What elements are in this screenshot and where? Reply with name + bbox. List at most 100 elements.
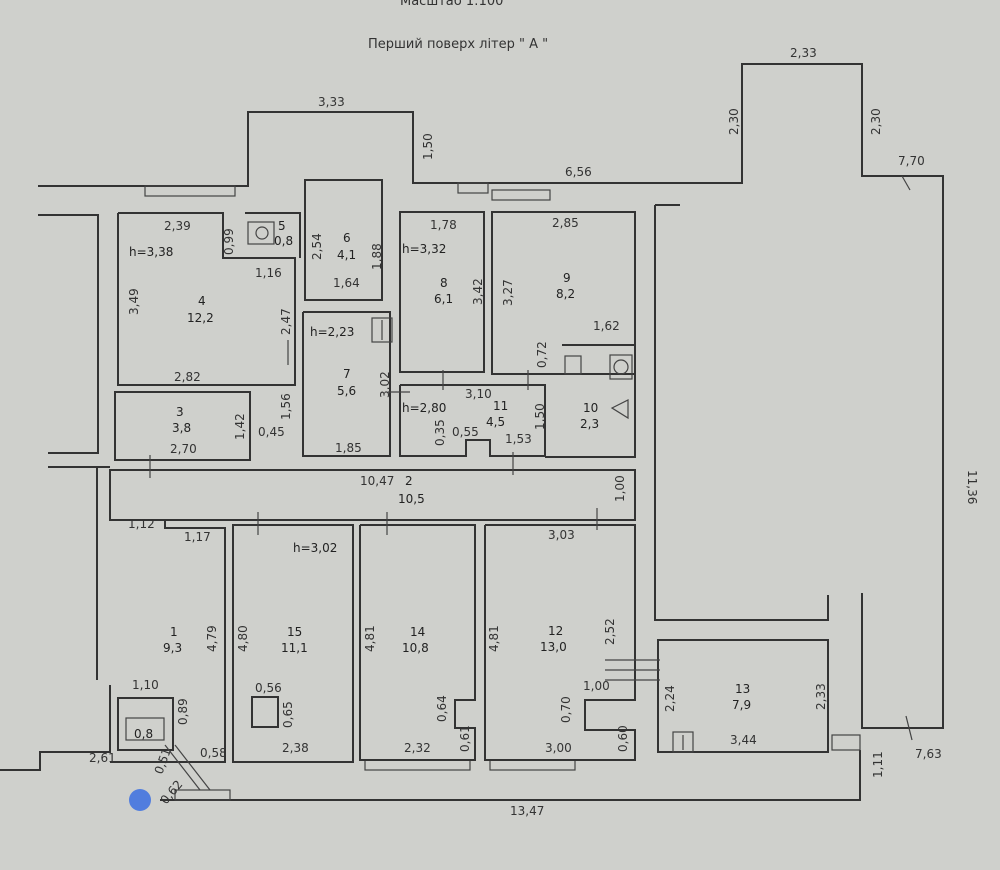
dim-label: 2,47 — [279, 308, 293, 335]
room-area-15: 11,1 — [281, 641, 308, 655]
room-id-3: 3 — [176, 405, 184, 419]
room-area-1: 9,3 — [163, 641, 182, 655]
dim-label: 6,56 — [565, 165, 592, 179]
dim-label: 1,64 — [333, 276, 360, 290]
dim-label: 4,79 — [205, 625, 219, 652]
dim-label: 0,65 — [281, 701, 295, 728]
dim-label: 7,63 — [915, 747, 942, 761]
room-area-storage: 0,8 — [134, 727, 153, 741]
dim-label: 0,72 — [535, 341, 549, 368]
room-id-5: 5 — [278, 219, 286, 233]
dim-label: 1,50 — [421, 133, 435, 160]
room-id-10: 10 — [583, 401, 598, 415]
room-id-9: 9 — [563, 271, 571, 285]
ceiling-heights: h=3,38 h=2,23 h=3,32 h=2,80 h=3,02 — [129, 242, 446, 555]
dim-label: 1,50 — [533, 403, 547, 430]
dim-label: 1,56 — [279, 393, 293, 420]
dim-label: 1,62 — [593, 319, 620, 333]
dimension-labels: 3,33 1,50 6,56 2,30 2,33 2,30 7,70 11,36… — [89, 46, 979, 818]
room-id-11: 11 — [493, 399, 508, 413]
height-label: h=3,38 — [129, 245, 173, 259]
dim-label: 4,81 — [363, 625, 377, 652]
dim-label: 1,10 — [132, 678, 159, 692]
dim-label: 2,82 — [174, 370, 201, 384]
dim-label: 1,42 — [233, 413, 247, 440]
height-label: h=3,32 — [402, 242, 446, 256]
room-area-6: 4,1 — [337, 248, 356, 262]
dim-label: 1,85 — [335, 441, 362, 455]
room-area-10: 2,3 — [580, 417, 599, 431]
dim-label: 3,10 — [465, 387, 492, 401]
dim-label: 10,47 — [360, 474, 394, 488]
dim-label: 1,78 — [430, 218, 457, 232]
room-id-7-area: 5,6 — [337, 384, 356, 398]
room-id-7: 7 — [343, 367, 351, 381]
room-area-11: 4,5 — [486, 415, 505, 429]
dim-label: 0,58 — [200, 746, 227, 760]
room-area-8: 6,1 — [434, 292, 453, 306]
room-id-15: 15 — [287, 625, 302, 639]
room-area-3: 3,8 — [172, 421, 191, 435]
dim-label: 3,02 — [378, 371, 392, 398]
room-area-12: 13,0 — [540, 640, 567, 654]
dim-label: 2,52 — [603, 618, 617, 645]
room-area-2: 10,5 — [398, 492, 425, 506]
fixtures — [247, 221, 694, 753]
room-id-14: 14 — [410, 625, 425, 639]
dim-label: 1,88 — [370, 243, 384, 270]
dim-label: 2,33 — [790, 46, 817, 60]
dim-label: 3,44 — [730, 733, 757, 747]
dim-label: 0,89 — [176, 698, 190, 725]
dim-label: 2,32 — [404, 741, 431, 755]
room-area-9: 8,2 — [556, 287, 575, 301]
dim-label: 2,24 — [663, 685, 677, 712]
room-id-8: 8 — [440, 276, 448, 290]
dim-label: 2,85 — [552, 216, 579, 230]
outer-walls — [0, 63, 944, 801]
room-id-12: 12 — [548, 624, 563, 638]
dim-label: 1,53 — [505, 432, 532, 446]
dim-label: 0,55 — [452, 425, 479, 439]
room-id-2: 2 — [405, 474, 413, 488]
room-area-13: 7,9 — [732, 698, 751, 712]
dim-label: 2,30 — [727, 108, 741, 135]
floor-title: Перший поверх літер " А " — [368, 37, 548, 52]
blue-marker-icon — [129, 789, 151, 811]
dim-label: 1,00 — [583, 679, 610, 693]
dim-label: 2,39 — [164, 219, 191, 233]
door-marks — [149, 340, 660, 791]
dim-label: 2,61 — [89, 751, 116, 765]
dim-label: 3,49 — [127, 288, 141, 315]
dim-label: 0,64 — [435, 695, 449, 722]
dim-label: 13,47 — [510, 804, 544, 818]
room-labels: 1 9,3 2 10,5 3 3,8 4 12,2 5 0,8 6 4,1 7 … — [134, 219, 751, 741]
dim-label: 0,62 — [158, 777, 186, 806]
room-area-14: 10,8 — [402, 641, 429, 655]
dim-label: 2,70 — [170, 442, 197, 456]
dim-label: 2,54 — [310, 233, 324, 260]
dim-label: 1,16 — [255, 266, 282, 280]
dim-label: 3,42 — [471, 278, 485, 305]
dim-label: 1,12 — [128, 517, 155, 531]
room-id-6: 6 — [343, 231, 351, 245]
dim-label: 0,61 — [458, 725, 472, 752]
height-label: h=2,23 — [310, 325, 354, 339]
dim-label: 3,33 — [318, 95, 345, 109]
height-label: h=3,02 — [293, 541, 337, 555]
height-label: h=2,80 — [402, 401, 446, 415]
room-id-13: 13 — [735, 682, 750, 696]
room-area-4: 12,2 — [187, 311, 214, 325]
dim-label: 0,56 — [255, 681, 282, 695]
dim-label: 0,70 — [559, 696, 573, 723]
dim-label: 0,35 — [433, 419, 447, 446]
dim-label: 7,70 — [898, 154, 925, 168]
room-id-4: 4 — [198, 294, 206, 308]
dim-label: 4,80 — [236, 625, 250, 652]
dim-label: 0,60 — [616, 725, 630, 752]
dim-label: 0,99 — [222, 228, 236, 255]
dim-label: 3,27 — [501, 279, 515, 306]
dim-label: 2,30 — [869, 108, 883, 135]
room-area-5: 0,8 — [274, 234, 293, 248]
dim-label: 1,17 — [184, 530, 211, 544]
